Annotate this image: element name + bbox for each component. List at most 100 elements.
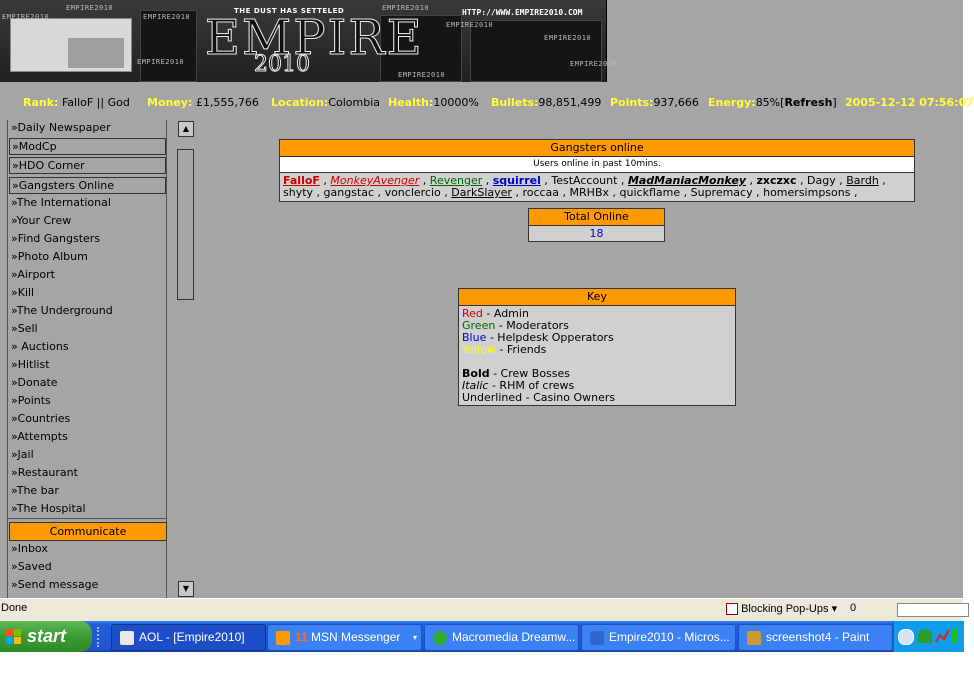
key-title: Key xyxy=(459,289,735,306)
chevron-down-icon: ▾ xyxy=(412,633,417,642)
key-row: Yellow - Friends xyxy=(462,344,732,356)
sidebar-box-gangsters-online: »Gangsters Online xyxy=(9,177,166,194)
key-description: - Casino Owners xyxy=(522,391,616,404)
task-empire2010-browser[interactable]: Empire2010 - Micros... xyxy=(581,624,736,651)
sidebar-item-attempts[interactable]: »Attempts xyxy=(11,430,68,443)
sidebar-item-points[interactable]: »Points xyxy=(11,394,51,407)
task-count: 11 xyxy=(295,630,308,644)
online-user-link[interactable]: MonkeyAvenger xyxy=(330,174,420,187)
rank-stat: Rank: FalloF || God xyxy=(23,96,130,109)
online-user-link[interactable]: MadManiacMonkey xyxy=(627,174,746,187)
key-description: - Helpdesk Opperators xyxy=(486,331,614,344)
taskbar: start AOL - [Empire2010] 11 MSN Messenge… xyxy=(0,621,964,652)
scroll-up-button[interactable]: ▲ xyxy=(178,121,194,137)
online-user-link[interactable]: Revenger xyxy=(429,174,483,187)
sidebar-item-auctions[interactable]: » Auctions xyxy=(11,340,69,353)
online-user-link[interactable]: Supremacy xyxy=(690,186,753,199)
key-description: - Friends xyxy=(495,343,547,356)
tray-expand-icon[interactable] xyxy=(898,629,914,645)
sidebar-item-sell[interactable]: »Sell xyxy=(11,322,38,335)
online-user-link[interactable]: MRHBx xyxy=(569,186,610,199)
points-value: 937,666 xyxy=(653,96,699,109)
online-user-link[interactable]: Dagy xyxy=(807,174,836,187)
status-count: 0 xyxy=(850,602,857,614)
total-online-panel: Total Online 18 xyxy=(528,208,665,242)
task-macromedia-dreamweaver[interactable]: Macromedia Dreamw... xyxy=(424,624,579,651)
start-button[interactable]: start xyxy=(0,621,92,652)
online-user-link[interactable]: TestAccount xyxy=(551,174,618,187)
online-user-link[interactable]: vonclercio xyxy=(384,186,441,199)
refresh-link[interactable]: Refresh xyxy=(784,96,833,109)
sidebar-item-restaurant[interactable]: »Restaurant xyxy=(11,466,78,479)
bullets-value: 98,851,499 xyxy=(538,96,602,109)
online-user-link[interactable]: gangstac xyxy=(323,186,375,199)
sidebar-item-jail[interactable]: »Jail xyxy=(11,448,34,461)
msn-icon xyxy=(276,630,290,645)
sidebar-item-find-gangsters[interactable]: »Find Gangsters xyxy=(11,232,101,245)
money-stat: Money: £1,555,766 xyxy=(147,96,259,109)
sidebar-item-modcp[interactable]: »ModCp xyxy=(12,140,57,153)
banner-building xyxy=(470,20,602,82)
user-separator: , xyxy=(850,186,858,199)
online-user-link[interactable]: DarkSlayer xyxy=(451,186,512,199)
rank-value: FalloF || God xyxy=(61,96,130,109)
user-separator: , xyxy=(752,186,764,199)
taskbar-grip[interactable] xyxy=(97,627,103,647)
online-user-link[interactable]: shyty xyxy=(283,186,314,199)
online-users-list: FalloF , MonkeyAvenger , Revenger , squi… xyxy=(280,173,914,201)
sidebar-item-hdo-corner[interactable]: »HDO Corner xyxy=(12,159,85,172)
sidebar-item-airport[interactable]: »Airport xyxy=(11,268,55,281)
sidebar-item-the-hospital[interactable]: »The Hospital xyxy=(11,502,86,515)
scroll-down-button[interactable]: ▼ xyxy=(178,581,194,597)
banner-watermark: EMPIRE2010 xyxy=(66,4,114,12)
online-user-link[interactable]: roccaa xyxy=(522,186,560,199)
health-label: Health: xyxy=(388,96,434,109)
key-description: - Moderators xyxy=(495,319,569,332)
sidebar-item-the-international[interactable]: »The International xyxy=(11,196,111,209)
user-separator: , xyxy=(609,186,620,199)
msn-tray-icon[interactable] xyxy=(918,629,932,643)
banner-logo: EMPIRE xyxy=(205,10,424,66)
online-user-link[interactable]: FalloF xyxy=(283,174,320,187)
money-value: £1,555,766 xyxy=(195,96,259,109)
user-separator: , xyxy=(511,186,523,199)
sidebar-item-saved[interactable]: »Saved xyxy=(11,560,52,573)
task-paint[interactable]: screenshot4 - Paint xyxy=(738,624,893,651)
task-aol-empire2010[interactable]: AOL - [Empire2010] xyxy=(111,624,266,651)
network-tray-icon[interactable] xyxy=(952,629,958,643)
sidebar-item-donate[interactable]: »Donate xyxy=(11,376,58,389)
online-user-link[interactable]: Bardh xyxy=(846,174,879,187)
sidebar-item-the-underground[interactable]: »The Underground xyxy=(11,304,113,317)
sidebar-item-gangsters-online[interactable]: »Gangsters Online xyxy=(12,179,114,192)
online-user-link[interactable]: quickflame xyxy=(619,186,681,199)
task-msn-messenger[interactable]: 11 MSN Messenger▾ xyxy=(267,624,422,651)
banner-watermark: EMPIRE2010 xyxy=(382,4,430,12)
online-user-link[interactable]: squirrel xyxy=(492,174,541,187)
popup-blocker-label: Blocking Pop-Ups xyxy=(741,603,829,615)
player-status-bar: Rank: FalloF || God Money: £1,555,766 Lo… xyxy=(0,96,974,110)
online-user-link[interactable]: homersimpsons xyxy=(763,186,851,199)
sidebar-item-inbox[interactable]: »Inbox xyxy=(11,542,48,555)
key-row: Blue - Helpdesk Opperators xyxy=(462,332,732,344)
popup-blocker[interactable]: Blocking Pop-Ups ▾ xyxy=(726,601,837,617)
banner-watermark: EMPIRE2010 xyxy=(398,71,446,79)
sidebar-item-countries[interactable]: »Countries xyxy=(11,412,71,425)
user-separator: , xyxy=(319,174,331,187)
sidebar-item-hitlist[interactable]: »Hitlist xyxy=(11,358,50,371)
sidebar-item-your-crew[interactable]: »Your Crew xyxy=(11,214,72,227)
banner-tagline: THE DUST HAS SETTELED xyxy=(234,7,345,15)
banner-url: HTTP://WWW.EMPIRE2010.COM xyxy=(462,8,583,17)
scrollbar-thumb[interactable] xyxy=(177,149,194,300)
sidebar-item-send-message[interactable]: »Send message xyxy=(11,578,99,591)
banner-watermark: EMPIRE2010 xyxy=(2,13,50,21)
system-tray xyxy=(893,621,964,652)
chart-tray-icon[interactable] xyxy=(935,629,950,643)
sidebar-item-daily-newspaper[interactable]: »Daily Newspaper xyxy=(11,121,111,134)
location-value: Colombia xyxy=(328,96,381,109)
sidebar-item-the-bar[interactable]: »The bar xyxy=(11,484,59,497)
sidebar-item-photo-album[interactable]: »Photo Album xyxy=(11,250,88,263)
gangsters-online-title: Gangsters online xyxy=(280,140,914,157)
online-user-link[interactable]: zxczxc xyxy=(756,174,797,187)
key-row: Underlined - Casino Owners xyxy=(462,392,732,404)
sidebar-item-kill[interactable]: »Kill xyxy=(11,286,35,299)
